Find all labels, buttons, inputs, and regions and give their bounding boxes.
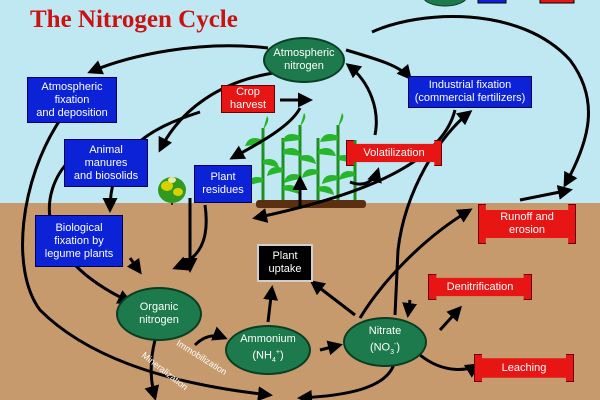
leaching-label: Leaching (501, 361, 547, 374)
nitrate-name: Nitrate (368, 325, 402, 338)
nitrate-formula-sup: - (394, 341, 397, 349)
crop-harvest-line-1: Crop (236, 86, 260, 98)
plant-residues-box: Plant residues (194, 165, 252, 203)
diagram-title: The Nitrogen Cycle (30, 6, 238, 33)
atmospheric-fixation-box: Atmospheric fixation and deposition (27, 77, 117, 123)
organic-nitrogen-line-2: nitrogen (139, 314, 179, 326)
atmospheric-fixation-line-2: fixation (54, 93, 90, 106)
plant-uptake-box: Plant uptake (257, 244, 313, 282)
ammonium-node: Ammonium (NH4+) (225, 325, 311, 375)
animal-manures-box: Animal manures and biosolids (64, 139, 148, 187)
ammonium-formula-open: (NH (252, 349, 272, 362)
biological-fixation-line-3: legume plants (44, 247, 114, 260)
runoff-erosion-line-2: erosion (508, 224, 546, 236)
top-right-cropped-shapes (424, 0, 575, 7)
atmospheric-nitrogen-line-1: Atmospheric (273, 47, 335, 59)
biological-fixation-line-1: Biological (55, 221, 103, 234)
ammonium-formula: (NH4+) (252, 346, 283, 367)
industrial-fixation-box: Industrial fixation (commercial fertiliz… (408, 76, 532, 108)
ammonium-name: Ammonium (240, 333, 296, 346)
atmospheric-nitrogen-line-2: nitrogen (284, 60, 324, 72)
legume-bush (158, 177, 186, 205)
crop-harvest-box: Crop harvest (221, 85, 275, 113)
nitrate-node: Nitrate (NO3-) (343, 317, 427, 367)
crop-harvest-line-2: harvest (229, 99, 267, 111)
ammonium-formula-sub: 4 (271, 356, 276, 364)
ammonium-formula-close: ) (279, 349, 284, 362)
biological-fixation-box: Biological fixation by legume plants (35, 215, 123, 267)
industrial-fixation-line-1: Industrial fixation (428, 79, 512, 91)
industrial-fixation-line-2: (commercial fertilizers) (414, 92, 526, 104)
denitrification-label: Denitrification (446, 280, 514, 293)
animal-manures-line-3: and biosolids (73, 169, 139, 182)
organic-nitrogen-node: Organic nitrogen (116, 287, 202, 341)
organic-nitrogen-line-1: Organic (139, 301, 179, 313)
animal-manures-line-1: Animal (89, 143, 123, 156)
atmospheric-fixation-line-3: and deposition (36, 106, 108, 119)
denitrification-box: Denitrification (428, 274, 532, 300)
plant-uptake-line-2: uptake (268, 263, 302, 275)
ammonium-formula-sup: + (275, 349, 280, 357)
nitrate-formula-sub: 3 (390, 348, 395, 356)
animal-manures-line-2: manures (84, 156, 128, 169)
plant-residues-line-1: Plant (210, 171, 236, 183)
nitrate-formula-open: (NO (369, 341, 391, 354)
plant-uptake-line-1: Plant (272, 250, 298, 262)
biological-fixation-line-2: fixation by (54, 234, 104, 247)
nitrate-formula: (NO3-) (370, 338, 400, 359)
atmospheric-fixation-line-1: Atmospheric (41, 80, 103, 93)
flow-arrows (21, 14, 590, 400)
nitrate-formula-close: ) (396, 341, 401, 354)
runoff-erosion-box: Runoff and erosion (478, 204, 576, 244)
plant-residues-line-2: residues (202, 184, 244, 196)
atmospheric-nitrogen-node: Atmospheric nitrogen (263, 37, 345, 83)
leaching-box: Leaching (474, 354, 574, 382)
volatilization-label: Volatilization (363, 146, 425, 159)
runoff-erosion-line-1: Runoff and (500, 211, 554, 223)
